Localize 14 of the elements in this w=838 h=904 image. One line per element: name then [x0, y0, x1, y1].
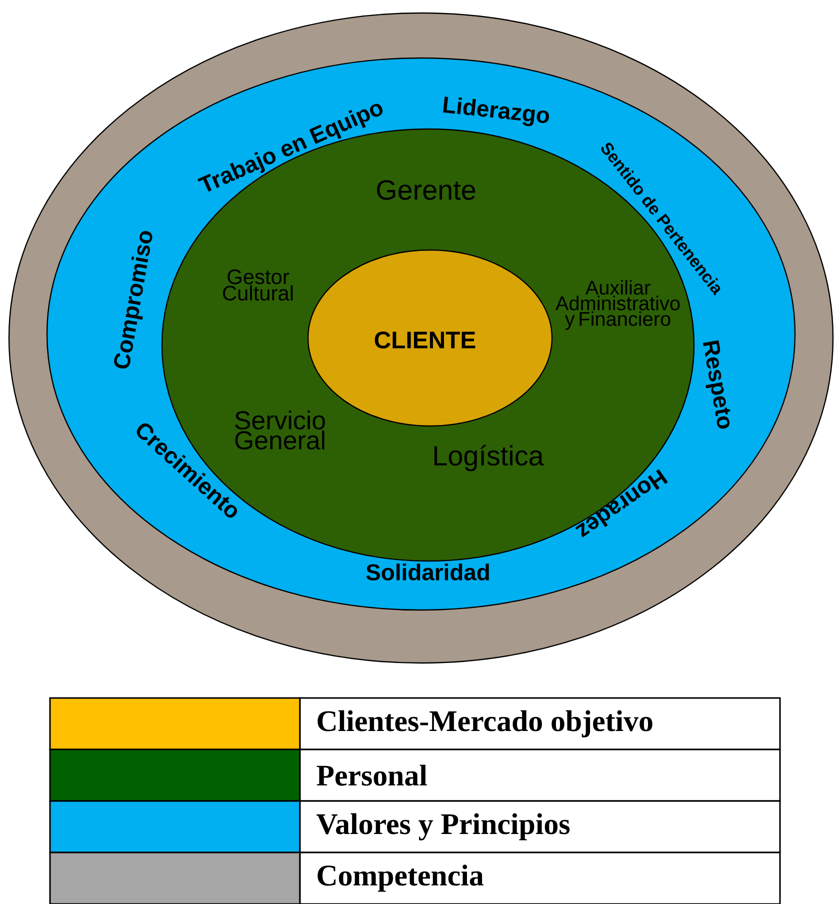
ring-text: Servicio General [235, 410, 325, 450]
ring-text: Logística [434, 444, 544, 472]
legend-label: Personal [299, 748, 781, 802]
ring-text: Solidaridad [366, 564, 489, 580]
ring-text: Respeto [703, 340, 730, 429]
ring-text: Compromiso [114, 231, 152, 369]
ring-text: Gestor Cultural [223, 269, 293, 301]
ring-text: Auxiliar Administrativo y Financiero [555, 280, 680, 330]
ring-text: CLIENTE [374, 332, 476, 348]
legend-label: Valores y Principios [299, 800, 781, 854]
legend-label: Competencia [299, 852, 781, 904]
ring-text: Liderazgo [443, 96, 549, 126]
legend-label: Clientes-Mercado objetivo [299, 697, 781, 750]
ring-text: Gerente [377, 180, 476, 200]
